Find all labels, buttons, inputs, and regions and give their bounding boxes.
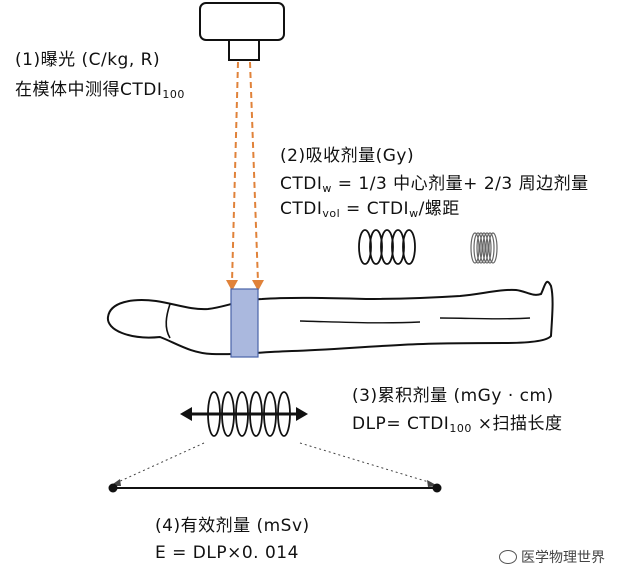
- ctdi-vol-sub2: w: [409, 207, 419, 220]
- ctdi-w-prefix: CTDI: [280, 174, 323, 194]
- xray-tube-collimator: [228, 39, 260, 61]
- dlp-sub: 100: [449, 422, 472, 435]
- tight-pitch-coil: [470, 232, 498, 264]
- effective-dose-title: (4)有效剂量 (mSv): [155, 516, 310, 536]
- dlp-prefix: DLP= CTDI: [352, 414, 450, 434]
- beam-arrowheads: [226, 280, 264, 291]
- xray-tube-body: [199, 2, 285, 41]
- ctdi-vol-rest: /螺距: [418, 199, 460, 219]
- dlp-formula: DLP= CTDI100 ×扫描长度: [352, 413, 562, 440]
- accumulated-dose-title: (3)累积剂量 (mGy · cm): [352, 386, 554, 406]
- scan-length-arrow: [180, 407, 308, 421]
- patient-leg-line: [439, 317, 531, 320]
- ctdi-w-formula: CTDIw = 1/3 中心剂量+ 2/3 周边剂量: [280, 173, 589, 200]
- watermark: 医学物理世界: [499, 547, 605, 567]
- exposure-title: (1)曝光 (C/kg, R): [15, 50, 161, 70]
- exposure-measure-sub: 100: [162, 88, 185, 101]
- wechat-icon: [499, 550, 517, 564]
- ctdi-vol-mid: = CTDI: [340, 199, 410, 219]
- ctdi-w-sub: w: [322, 182, 332, 195]
- exposure-measure-text: 在模体中测得CTDI100: [15, 79, 185, 106]
- ctdi-vol-formula: CTDIvol = CTDIw/螺距: [280, 198, 460, 225]
- ctdi-vol-sub: vol: [322, 207, 341, 220]
- patient-arm-line: [299, 320, 421, 324]
- scan-region: [230, 288, 259, 358]
- ctdi-vol-prefix: CTDI: [280, 199, 323, 219]
- patient-head-contour: [165, 303, 171, 339]
- watermark-text: 医学物理世界: [521, 550, 605, 566]
- absorbed-dose-title: (2)吸收剂量(Gy): [280, 146, 415, 166]
- body-axis-right-end: [432, 483, 442, 493]
- xray-beam: [231, 61, 259, 283]
- body-axis-left-end: [108, 483, 118, 493]
- effective-dose-formula: E = DLP×0. 014: [155, 543, 299, 563]
- projection-lines: [115, 442, 433, 484]
- patient-body-outline: [106, 280, 554, 356]
- wide-pitch-coil: [358, 229, 416, 265]
- ctdi-w-rest: = 1/3 中心剂量+ 2/3 周边剂量: [331, 174, 589, 194]
- exposure-measure-prefix: 在模体中测得CTDI: [15, 80, 163, 100]
- dlp-rest: ×扫描长度: [471, 414, 563, 434]
